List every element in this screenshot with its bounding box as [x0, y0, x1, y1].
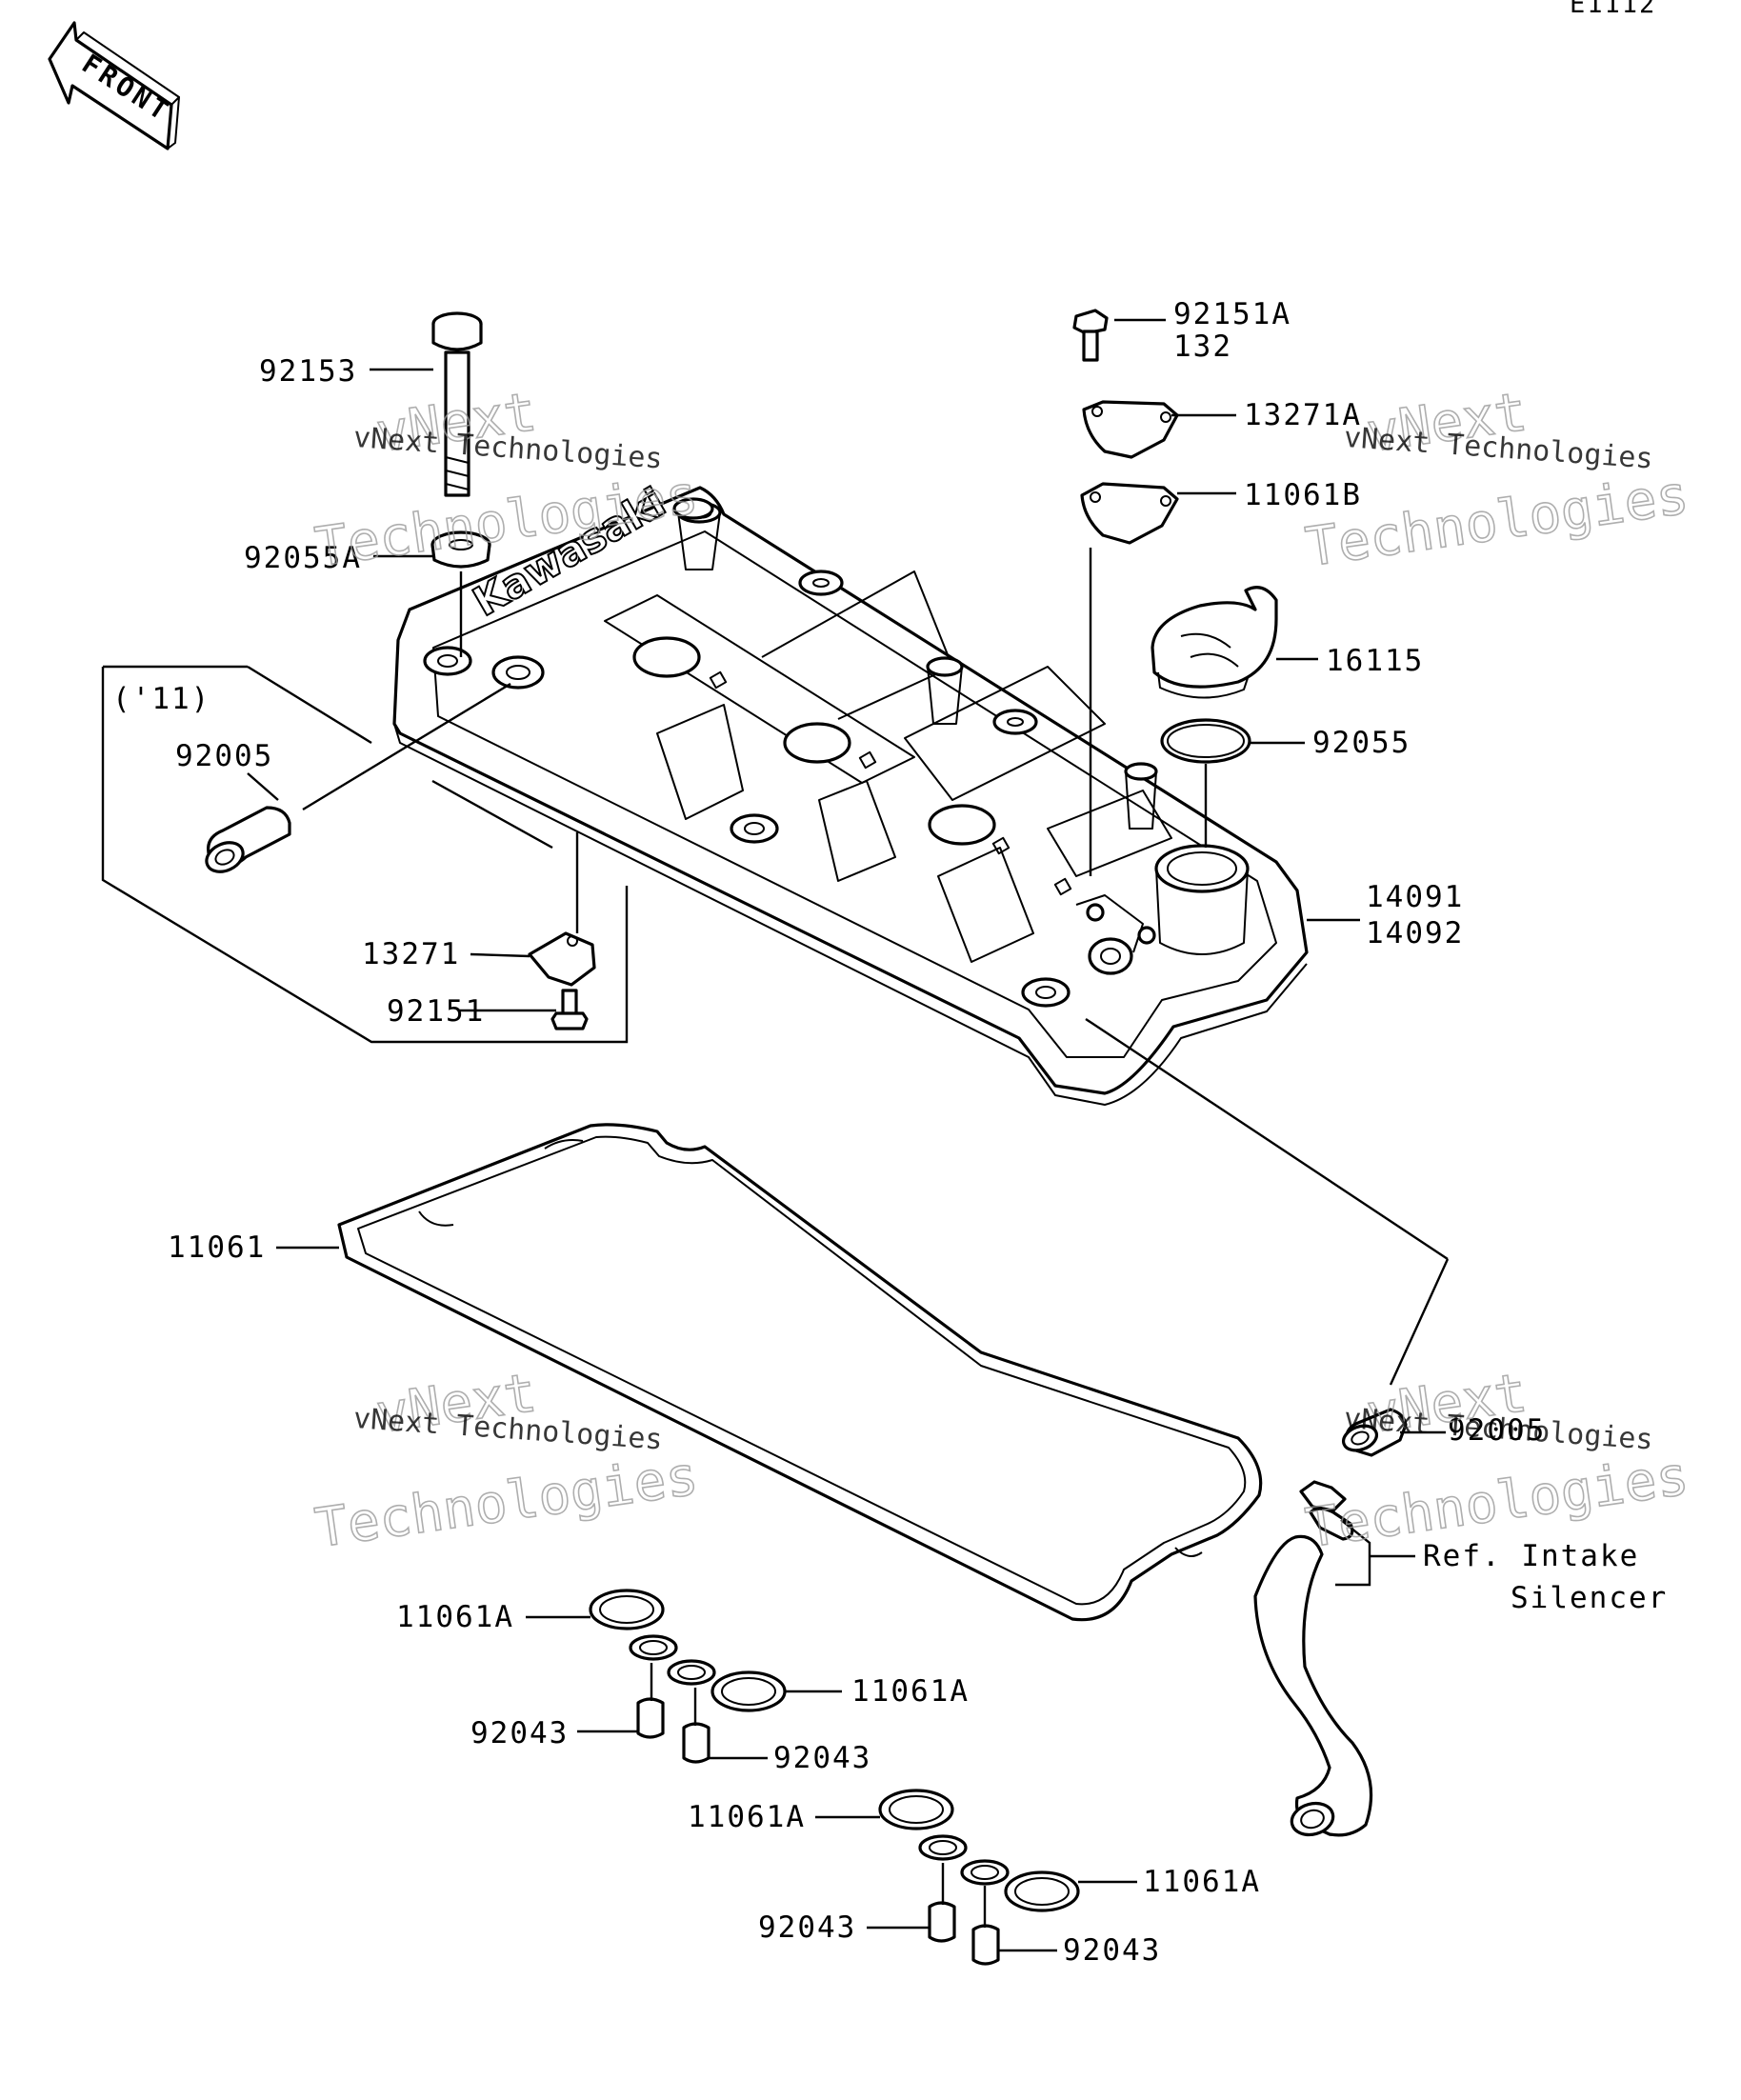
inset-frame — [101, 665, 629, 1044]
callout-labels: 92153 92055A ('11) 92005 13271 92151 921… — [112, 297, 1668, 1968]
callout-11061A-1: 11061A — [396, 1600, 514, 1634]
callout-92043-4: 92043 — [1063, 1933, 1161, 1968]
seal-group-1 — [589, 1589, 678, 1739]
seal-group-3 — [878, 1789, 968, 1943]
hose-fitting-left — [205, 806, 291, 873]
gasket-11061B — [1080, 482, 1179, 545]
callout-11061: 11061 — [168, 1230, 266, 1265]
hose-fitting-right — [1341, 1408, 1408, 1457]
grommet-92055A — [430, 530, 491, 569]
callout-92005-right: 92005 — [1448, 1413, 1546, 1448]
callout-92153: 92153 — [259, 354, 357, 389]
seal-group-4 — [960, 1859, 1080, 1966]
callout-92151A: 92151A — [1173, 297, 1291, 331]
callout-11061B: 11061B — [1244, 478, 1362, 512]
oil-filler-cap — [1151, 586, 1278, 699]
callout-11061A-3: 11061A — [688, 1800, 806, 1834]
callout-ref-silencer: Silencer — [1511, 1581, 1668, 1615]
callout-14092: 14092 — [1366, 916, 1464, 950]
front-arrow-icon: FRONT — [48, 21, 180, 150]
callout-11061A-2: 11061A — [851, 1674, 970, 1709]
svg-text:Technologies: Technologies — [311, 1445, 702, 1560]
callout-13271: 13271 — [362, 937, 460, 971]
callout-132: 132 — [1173, 330, 1232, 364]
callout-ref-intake: Ref. Intake — [1423, 1539, 1639, 1573]
seal-group-2 — [667, 1659, 787, 1764]
plate-13271A — [1082, 400, 1179, 459]
plate-13271 — [528, 931, 596, 987]
callout-92043-1: 92043 — [470, 1716, 569, 1750]
bolt-92151A — [1072, 309, 1109, 362]
callout-92055: 92055 — [1312, 726, 1411, 760]
bolt-92153 — [431, 311, 483, 497]
hose-clamp — [1299, 1480, 1354, 1541]
callout-year-11: ('11) — [112, 682, 210, 716]
bolt-92151 — [550, 989, 589, 1030]
callout-92151: 92151 — [387, 994, 485, 1029]
callout-92043-3: 92043 — [758, 1910, 856, 1945]
watermark-bottom-right: vNext Technologies vNext Technologies — [1301, 1361, 1692, 1560]
drawing-code: E1112 — [1570, 0, 1656, 19]
callout-13271A: 13271A — [1244, 398, 1362, 432]
callout-14091: 14091 — [1366, 880, 1464, 914]
watermark-top-right: vNext Technologies vNext Technologies — [1301, 380, 1692, 579]
breather-hose — [1253, 1534, 1373, 1837]
callout-92005-left: 92005 — [175, 739, 273, 773]
leader-lines — [247, 318, 1446, 1952]
o-ring-92055 — [1160, 718, 1251, 764]
callout-16115: 16115 — [1326, 644, 1424, 678]
callout-11061A-4: 11061A — [1143, 1865, 1261, 1899]
cover-gasket — [337, 1123, 1263, 1622]
callout-92055A: 92055A — [244, 541, 362, 575]
callout-92043-2: 92043 — [773, 1741, 871, 1775]
